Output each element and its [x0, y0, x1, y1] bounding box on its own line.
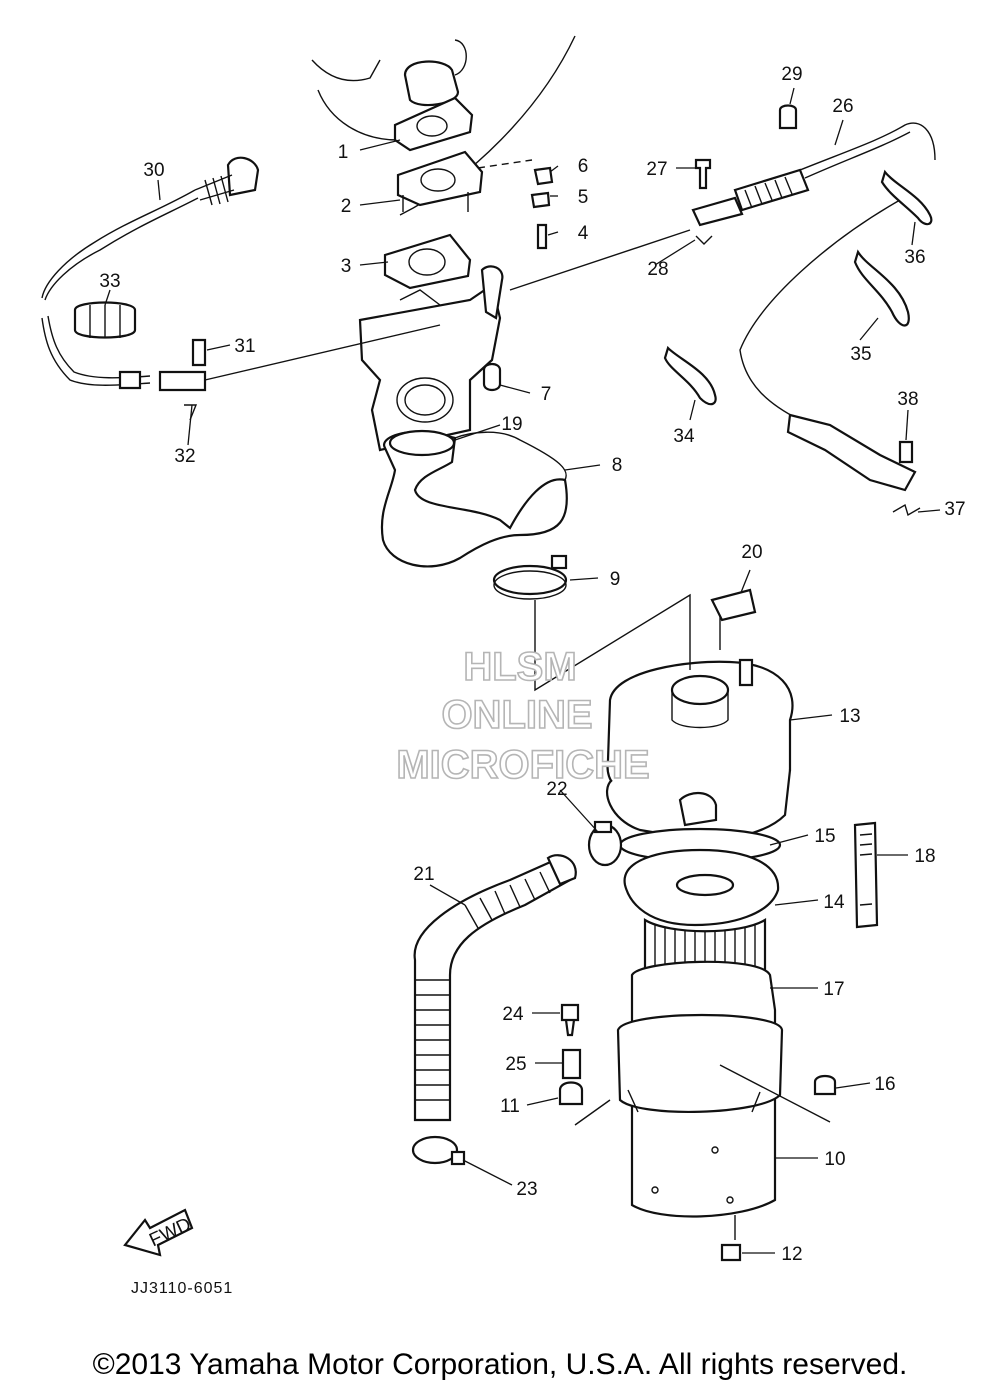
watermark-line-1: HLSM [463, 645, 576, 689]
callout-13: 13 [839, 706, 860, 727]
air-cleaner-cover [606, 658, 794, 842]
watermark: HLSM ONLINE MICROFICHE [396, 644, 651, 788]
watermark-line-3: MICROFICHE [396, 743, 649, 787]
callout-14: 14 [823, 892, 845, 913]
callout-33: 33 [99, 271, 120, 292]
callout-31: 31 [234, 336, 255, 357]
callout-12: 12 [781, 1244, 802, 1265]
callout-20: 20 [741, 542, 762, 563]
callout-11: 11 [500, 1096, 520, 1117]
callout-36: 36 [904, 247, 925, 268]
callout-16: 16 [874, 1074, 895, 1095]
callout-19: 19 [501, 414, 522, 435]
intake-hose [380, 429, 568, 568]
callout-15: 15 [814, 826, 835, 847]
hose-clamp-23 [411, 1135, 466, 1166]
callout-labels: 1 2 3 4 5 6 7 8 9 10 11 12 13 14 15 16 1… [99, 64, 965, 1265]
callout-28: 28 [647, 259, 668, 280]
callout-29: 29 [781, 64, 802, 85]
callout-32: 32 [174, 446, 195, 467]
misc-small-parts [184, 235, 921, 622]
callout-6: 6 [578, 156, 589, 177]
reference-lines [204, 159, 831, 1240]
strap-18 [853, 821, 879, 929]
callout-17: 17 [823, 979, 844, 1000]
callout-30: 30 [143, 160, 164, 181]
hose-clamp-9 [492, 554, 568, 600]
callout-3: 3 [341, 256, 352, 277]
callout-18: 18 [914, 846, 935, 867]
callout-26: 26 [832, 96, 853, 117]
callout-21: 21 [413, 864, 434, 885]
choke-cable [41, 156, 260, 392]
diagram-code: JJ3110-6051 [131, 1280, 233, 1297]
callout-5: 5 [578, 187, 589, 208]
callout-8: 8 [612, 455, 623, 476]
callout-22: 22 [546, 779, 567, 800]
callout-25: 25 [505, 1054, 526, 1075]
cable-clips [663, 169, 933, 406]
carburetor-body [358, 265, 504, 452]
leader-lines [104, 87, 941, 1254]
callout-38: 38 [897, 389, 918, 410]
callout-2: 2 [341, 196, 352, 217]
copyright-notice: ©2013 Yamaha Motor Corporation, U.S.A. A… [92, 1348, 908, 1381]
fwd-arrow: FWD [123, 1208, 194, 1257]
callout-27: 27 [646, 159, 667, 180]
air-cleaner-case [616, 960, 784, 1218]
callout-1: 1 [338, 142, 349, 163]
watermark-line-2: ONLINE [441, 693, 592, 737]
intake-flange-assembly [383, 60, 484, 290]
small-hardware [191, 104, 914, 1262]
cable-holder-33 [73, 301, 137, 339]
callout-37: 37 [944, 499, 965, 520]
callout-23: 23 [516, 1179, 537, 1200]
callout-35: 35 [850, 344, 871, 365]
hose-clamp-22 [587, 820, 623, 867]
callout-4: 4 [578, 223, 589, 244]
callout-34: 34 [673, 426, 695, 447]
callout-24: 24 [502, 1004, 524, 1025]
callout-7: 7 [541, 384, 552, 405]
callout-9: 9 [610, 569, 621, 590]
flexible-hose-21 [413, 854, 577, 1122]
throttle-cable [691, 122, 936, 492]
callout-10: 10 [824, 1149, 845, 1170]
